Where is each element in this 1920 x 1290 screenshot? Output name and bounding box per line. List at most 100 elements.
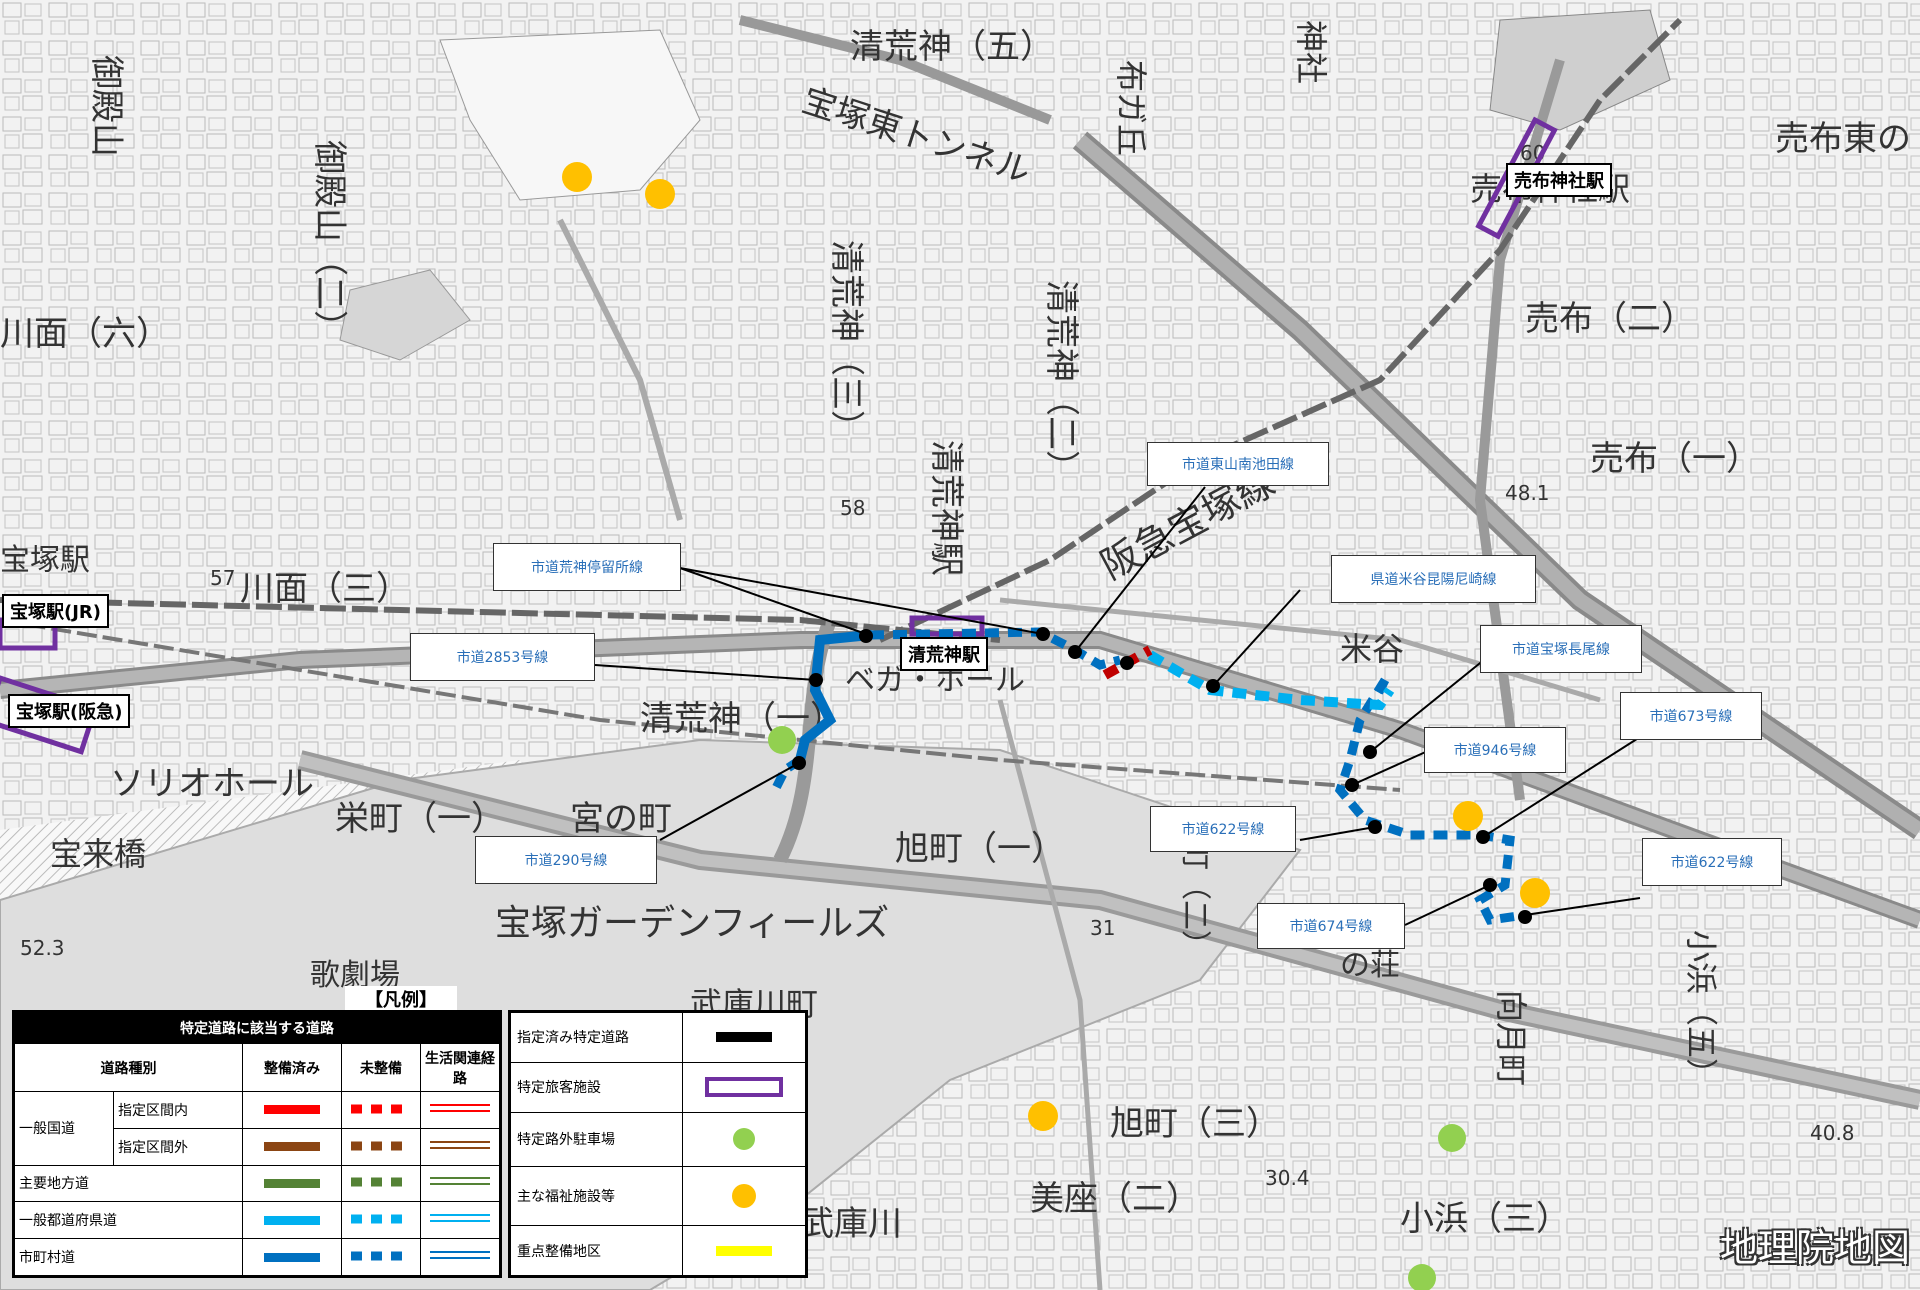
elevation-labels: 60 48.1 58 57 31 52.3 30.4 40.8: [20, 141, 1855, 1190]
legend-swatch-done: [264, 1105, 320, 1115]
station-label-kiyoshikojin[interactable]: 清荒神駅: [900, 637, 988, 671]
map-label: 旭町（三）: [1110, 1104, 1280, 1144]
road-point-marker: [792, 756, 806, 770]
map-label: 布ガ丘: [1112, 60, 1150, 156]
legend-table-header: 特定道路に該当する道路: [14, 1012, 500, 1044]
road-pref-undone: [1147, 650, 1395, 711]
map-label: 栄町（一）: [335, 799, 505, 839]
elevation: 40.8: [1810, 1121, 1855, 1145]
callout-road[interactable]: 市道674号線: [1257, 903, 1405, 949]
callout-points: [792, 627, 1532, 924]
road: [997, 699, 1103, 1290]
road: [738, 15, 1052, 125]
map-label: 宝塚駅: [0, 543, 90, 578]
callout-road[interactable]: 市道荒神停留所線: [493, 543, 681, 591]
legend-swatch-life: [430, 1177, 490, 1186]
road-point-marker: [1476, 830, 1490, 844]
road-point-marker: [1036, 627, 1050, 641]
map-label: 神社: [1292, 20, 1330, 84]
map-label: 御殿山: [86, 55, 126, 157]
legend-symbol-table: 指定済み特定道路 特定旅客施設 特定路外駐車場 主な福祉施設等 重点整備地区: [508, 1010, 808, 1278]
road-point-marker: [1363, 745, 1377, 759]
station-label-mefujinja[interactable]: 売布神社駅: [1506, 163, 1612, 197]
elevation: 58: [840, 496, 865, 520]
welfare-facility-icon: [562, 162, 592, 192]
legend-title: 【凡例】: [345, 986, 457, 1012]
map-label: 御殿山（二）: [309, 140, 349, 344]
legend-row-type: 一般都道府県道: [14, 1201, 243, 1240]
callout-road[interactable]: 市道290号線: [475, 836, 657, 884]
legend-swatch-undone: [351, 1104, 411, 1114]
road-point-marker: [1518, 910, 1532, 924]
legend-col-undone: 未整備: [341, 1043, 421, 1092]
callout-road[interactable]: 県道米谷昆陽尼崎線: [1331, 555, 1536, 603]
welfare-facility-icon: [645, 179, 675, 209]
callout-road[interactable]: 市道673号線: [1620, 692, 1762, 740]
legend-row-type: 市町村道: [14, 1238, 243, 1276]
legend-col-type: 道路種別: [14, 1043, 243, 1092]
map-label: 売布（一）: [1590, 439, 1760, 479]
legend-symbol-label: 特定旅客施設: [510, 1061, 683, 1113]
callout-road[interactable]: 市道622号線: [1642, 838, 1782, 886]
callout-road[interactable]: 市道2853号線: [410, 633, 595, 681]
elevation: 48.1: [1505, 481, 1550, 505]
station-label-takarazuka-hankyu[interactable]: 宝塚駅(阪急): [8, 694, 131, 728]
legend-col-done: 整備済み: [242, 1043, 342, 1092]
legend-swatch-done: [264, 1252, 320, 1262]
parking-icon: [768, 726, 796, 754]
legend-symbol-orange-dot: [732, 1184, 756, 1209]
park-area: [439, 29, 701, 201]
road-point-marker: [1368, 820, 1382, 834]
map-label: 売布（二）: [1525, 299, 1695, 339]
callout-leaders: [594, 486, 1641, 926]
elevation: 57: [210, 566, 235, 590]
map-label: 清荒神駅: [926, 440, 966, 576]
welfare-facility-icon: [1520, 878, 1550, 908]
map-label: 小浜（五）: [1682, 930, 1720, 1090]
legend-row-sub: 指定区間内: [113, 1091, 243, 1129]
legend-symbol-label: 重点整備地区: [510, 1225, 683, 1276]
map-label: 美座（二）: [1030, 1179, 1200, 1219]
legend-row-sub: 指定区間外: [113, 1127, 243, 1166]
legend-row-type: 一般国道: [14, 1091, 114, 1166]
map-label: 旭町（一）: [895, 829, 1065, 869]
parking-icon: [1438, 1124, 1466, 1152]
map-label: 武庫川: [800, 1204, 902, 1244]
legend-symbol-green-dot: [733, 1128, 755, 1151]
legend-swatch-life: [430, 1214, 490, 1223]
legend-symbol-label: 特定路外駐車場: [510, 1111, 683, 1167]
legend-swatch-done: [264, 1178, 320, 1188]
legend-swatch-life: [430, 1251, 490, 1260]
parking-icon: [1408, 1264, 1436, 1290]
legend-col-life: 生活関連経路: [420, 1043, 500, 1092]
map-label: 宮の町: [570, 799, 672, 839]
legend-row-type: 主要地方道: [14, 1164, 243, 1203]
legend-swatch-undone: [351, 1141, 411, 1151]
legend-symbol-yellow-bar: [716, 1245, 772, 1256]
station-label-takarazuka-jr[interactable]: 宝塚駅(JR): [2, 594, 110, 628]
map-label: 宝塚ガーデンフィールズ: [495, 903, 889, 944]
legend-swatch-life: [430, 1103, 490, 1112]
map-label: 川面（六）: [0, 314, 170, 354]
map-label: 宝来橋: [50, 835, 146, 873]
legend-road-table: 特定道路に該当する道路 道路種別 整備済み 未整備 生活関連経路 一般国道 指定…: [12, 1010, 502, 1278]
callout-road[interactable]: 市道東山南池田線: [1147, 442, 1329, 486]
map-label: 米谷: [1340, 630, 1404, 668]
legend-symbol-label: 主な福祉施設等: [510, 1165, 683, 1227]
map-label: 川面（三）: [240, 569, 410, 609]
legend-swatch-undone: [351, 1214, 411, 1224]
map-label: 向月町: [1492, 990, 1530, 1086]
welfare-facility-icon: [1453, 801, 1483, 831]
legend-symbol-purple-rect: [705, 1077, 783, 1098]
main-road: [298, 754, 1920, 1106]
callout-road[interactable]: 市道宝塚長尾線: [1480, 625, 1642, 673]
welfare-dots: [562, 162, 1550, 1131]
road-point-marker: [1068, 645, 1082, 659]
callout-road[interactable]: 市道622号線: [1150, 806, 1296, 852]
pond: [339, 269, 471, 361]
legend-symbol-label: 指定済み特定道路: [510, 1012, 683, 1063]
legend-swatch-done: [264, 1215, 320, 1225]
callout-road[interactable]: 市道946号線: [1424, 727, 1566, 773]
legend-symbol-black-bar: [716, 1032, 772, 1043]
map-label: 清荒神（五）: [850, 27, 1054, 67]
